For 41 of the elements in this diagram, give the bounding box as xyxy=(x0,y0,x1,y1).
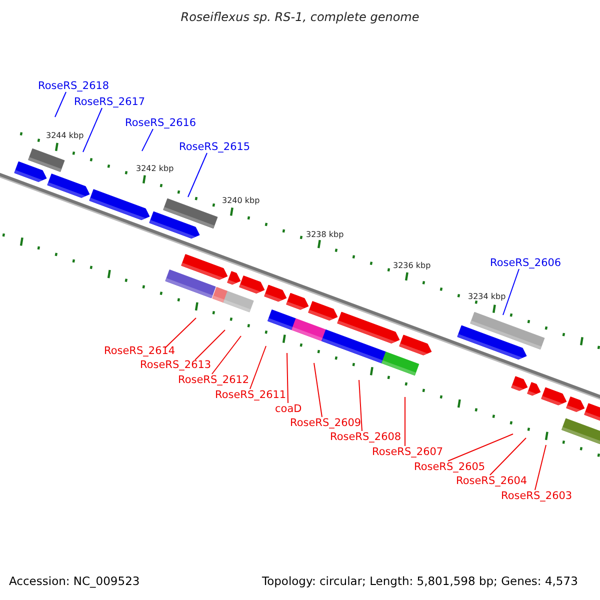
accession-text: Accession: NC_009523 xyxy=(9,575,140,587)
leader-line xyxy=(54,92,66,118)
gene-label: RoseRS_2614 xyxy=(104,345,176,357)
scale-label: 3240 kbp xyxy=(222,196,260,206)
leader-line xyxy=(142,128,154,152)
gene-label: RoseRS_2609 xyxy=(290,417,362,429)
leader-line xyxy=(250,346,266,390)
leader-line xyxy=(404,396,406,446)
leader-line xyxy=(194,330,226,360)
leader-line xyxy=(490,438,526,476)
scale-label: 3244 kbp xyxy=(46,131,84,141)
gene-label: RoseRS_2603 xyxy=(501,490,572,502)
gene-label: coaD xyxy=(275,403,302,415)
gene-label: RoseRS_2617 xyxy=(74,96,146,108)
leader-line xyxy=(82,108,102,152)
leader-line xyxy=(188,152,208,198)
gene-label: RoseRS_2607 xyxy=(372,446,444,458)
gene-label: RoseRS_2613 xyxy=(140,359,212,371)
gene-label: RoseRS_2608 xyxy=(330,431,402,443)
gene-label: RoseRS_2612 xyxy=(178,374,250,386)
leader-line xyxy=(286,352,288,404)
leader-line xyxy=(314,362,322,418)
genome-info-text: Topology: circular; Length: 5,801,598 bp; Genes: 4,573 xyxy=(262,575,578,587)
gene-label: RoseRS_2611 xyxy=(215,389,286,401)
leader-line xyxy=(534,444,546,490)
scale-label: 3234 kbp xyxy=(468,292,506,302)
gene-label: RoseRS_2616 xyxy=(125,117,196,129)
title: Roseiflexus sp. RS-1, complete genome xyxy=(180,11,420,23)
gene-label: RoseRS_2615 xyxy=(179,141,250,153)
scale-label: 3236 kbp xyxy=(393,261,431,271)
gene-label: RoseRS_2605 xyxy=(414,461,486,473)
gene-label: RoseRS_2618 xyxy=(38,80,110,92)
gene-label: RoseRS_2604 xyxy=(456,475,528,487)
leader-line xyxy=(164,318,196,348)
scale-label: 3242 kbp xyxy=(136,164,174,174)
scale-label: 3238 kbp xyxy=(306,230,344,240)
leader-line xyxy=(502,268,520,316)
leader-line xyxy=(448,434,514,462)
leader-line xyxy=(358,380,362,432)
leader-line xyxy=(212,336,242,374)
gene-label: RoseRS_2606 xyxy=(490,257,562,269)
